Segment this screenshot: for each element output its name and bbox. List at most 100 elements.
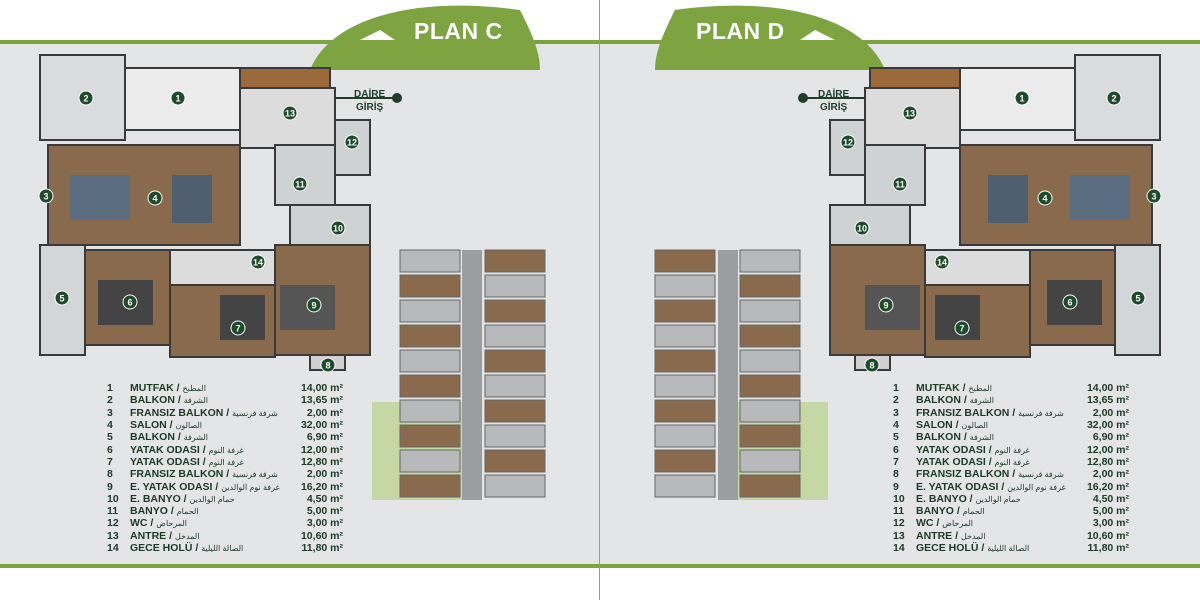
entrance-dot xyxy=(392,93,402,103)
room-marker xyxy=(1037,190,1053,206)
room-area: 12,00 m² xyxy=(1086,443,1129,456)
room-name: GECE HOLÜ / الصالة الليلية xyxy=(130,542,244,554)
room-marker xyxy=(344,134,360,150)
room-number: 4 xyxy=(893,419,899,432)
room-marker-number: 6 xyxy=(1067,298,1072,308)
room-name-ar: المرحاض xyxy=(942,519,974,529)
room-number: 12 xyxy=(893,517,905,530)
room-number: 6 xyxy=(107,443,113,456)
room-number: 9 xyxy=(893,480,899,493)
site-block xyxy=(399,474,461,498)
entrance-line2: GİRİŞ xyxy=(819,102,848,113)
room-name: ANTRE / المدخل xyxy=(130,529,200,542)
room-marker xyxy=(854,220,870,236)
room-marker-number: 3 xyxy=(43,192,48,202)
room-name-tr: BANYO xyxy=(916,505,954,518)
room-marker-number: 9 xyxy=(883,301,888,311)
site-block xyxy=(399,424,461,448)
room-marker xyxy=(250,254,266,270)
room-name: YATAK ODASI / غرفة النوم xyxy=(130,455,244,468)
room-name-ar: الشرفة xyxy=(969,396,995,406)
site-block xyxy=(739,424,801,448)
room-area: 32,00 m² xyxy=(300,419,343,432)
site-block xyxy=(739,474,801,498)
room-marker-number: 1 xyxy=(1019,94,1024,104)
room-number: 11 xyxy=(893,505,905,518)
room-name-tr: E. YATAK ODASI xyxy=(916,480,999,493)
room-name-ar: شرفة فرنسية xyxy=(232,470,278,480)
room-area: 14,00 m² xyxy=(1086,382,1129,395)
room-area: 14,00 m² xyxy=(300,382,343,395)
room-number: 8 xyxy=(107,468,113,481)
room-name-ar: شرفة فرنسية xyxy=(1018,470,1064,480)
room-marker xyxy=(306,297,322,313)
room-name: E. YATAK ODASI / غرفة نوم الوالدين xyxy=(130,480,280,493)
room-area: 4,50 m² xyxy=(1092,492,1129,505)
room-table-plan-d: 1 MUTFAK / المطبخ 14,00 m² 2 BALKON / الشرفة… xyxy=(893,382,1129,554)
corridor xyxy=(718,250,738,500)
room-area: 3,00 m² xyxy=(306,517,343,530)
entrance-line2: GİRİŞ xyxy=(355,102,384,113)
room-name-tr: MUTFAK xyxy=(130,382,174,395)
room-name: GECE HOLÜ / الصالة الليلية xyxy=(916,542,1030,554)
room-name-tr: GECE HOLÜ xyxy=(130,542,193,554)
room-name-tr: E. BANYO xyxy=(916,492,967,505)
room-name: YATAK ODASI / غرفة النوم xyxy=(916,443,1030,456)
room-name: BALKON / الشرفة xyxy=(916,394,995,407)
site-block xyxy=(399,374,461,398)
corridor xyxy=(462,250,482,500)
room-number: 5 xyxy=(893,431,899,444)
room-area: 10,60 m² xyxy=(300,529,343,542)
dining-table xyxy=(172,175,212,223)
room-marker-number: 11 xyxy=(295,180,305,190)
room-number: 13 xyxy=(893,529,905,542)
room-number: 2 xyxy=(893,394,899,407)
room-name-ar: غرفة النوم xyxy=(994,457,1030,467)
room-name-tr: YATAK ODASI xyxy=(916,443,986,456)
room-marker-number: 6 xyxy=(127,298,132,308)
room-number: 1 xyxy=(893,382,899,395)
site-block xyxy=(654,349,716,373)
site-block xyxy=(654,274,716,298)
site-block xyxy=(739,449,801,473)
room-name-tr: SALON xyxy=(916,419,953,432)
room-name-tr: BALKON xyxy=(130,431,175,444)
floor-plan-d xyxy=(654,54,1161,500)
room-name-ar: المرحاض xyxy=(156,519,188,529)
room-name-ar: غرفة النوم xyxy=(208,445,244,455)
room-area: 13,65 m² xyxy=(300,394,343,407)
room-name: MUTFAK / المطبخ xyxy=(916,382,992,395)
room-marker xyxy=(1146,188,1162,204)
room-name-ar: غرفة النوم xyxy=(208,457,244,467)
room-name: SALON / الصالون xyxy=(916,419,988,432)
room-marker xyxy=(292,176,308,192)
room-area: 4,50 m² xyxy=(306,492,343,505)
room-marker-number: 12 xyxy=(347,138,357,148)
room-area: 32,00 m² xyxy=(1086,419,1129,432)
room-en-suite xyxy=(829,204,911,246)
site-block xyxy=(654,324,716,348)
room-marker-number: 5 xyxy=(1135,294,1140,304)
room-area: 6,90 m² xyxy=(306,431,343,444)
room-name-ar: حمام الوالدين xyxy=(975,494,1021,504)
room-number: 7 xyxy=(107,455,113,468)
room-en-suite xyxy=(289,204,371,246)
site-block xyxy=(739,274,801,298)
room-name-ar: الشرفة xyxy=(183,433,209,443)
room-name-tr: BANYO xyxy=(130,505,168,518)
room-marker xyxy=(122,294,138,310)
room-name: FRANSIZ BALKON / شرفة فرنسية xyxy=(916,406,1064,419)
room-marker xyxy=(902,105,918,121)
room-name: ANTRE / المدخل xyxy=(916,529,986,542)
room-number: 14 xyxy=(107,542,119,554)
room-marker xyxy=(330,220,346,236)
room-cabinet xyxy=(239,67,331,89)
